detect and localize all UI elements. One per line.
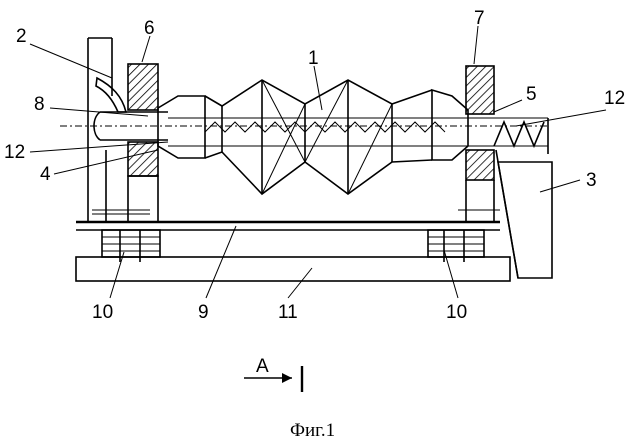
callout-12-left: 12 <box>4 142 25 163</box>
callout-10-right: 10 <box>446 302 467 323</box>
right-spring-support <box>428 230 484 262</box>
zigzag-drum <box>205 80 432 194</box>
svg-text:A: A <box>256 356 269 377</box>
callout-2: 2 <box>16 26 27 47</box>
base-plate <box>76 257 510 281</box>
left-spring-support <box>102 230 160 262</box>
discharge-guide <box>496 150 518 278</box>
callout-1: 1 <box>308 48 319 69</box>
callout-5: 5 <box>526 84 537 105</box>
discharge-hopper <box>498 162 552 278</box>
frame <box>76 222 500 230</box>
callout-6: 6 <box>144 18 155 39</box>
inlet-cone <box>158 96 205 158</box>
section-marker: A <box>244 356 302 392</box>
callout-8: 8 <box>34 94 45 115</box>
callout-12-right: 12 <box>604 88 625 109</box>
callout-3: 3 <box>586 170 597 191</box>
callout-4: 4 <box>40 164 51 185</box>
figure-caption: Фиг.1 <box>290 420 335 441</box>
feed-chute <box>96 78 126 112</box>
right-bearing-housing <box>458 66 500 222</box>
callout-7: 7 <box>474 8 485 29</box>
callout-10-left: 10 <box>92 302 113 323</box>
callout-11: 11 <box>278 302 298 323</box>
callout-9: 9 <box>198 302 209 323</box>
